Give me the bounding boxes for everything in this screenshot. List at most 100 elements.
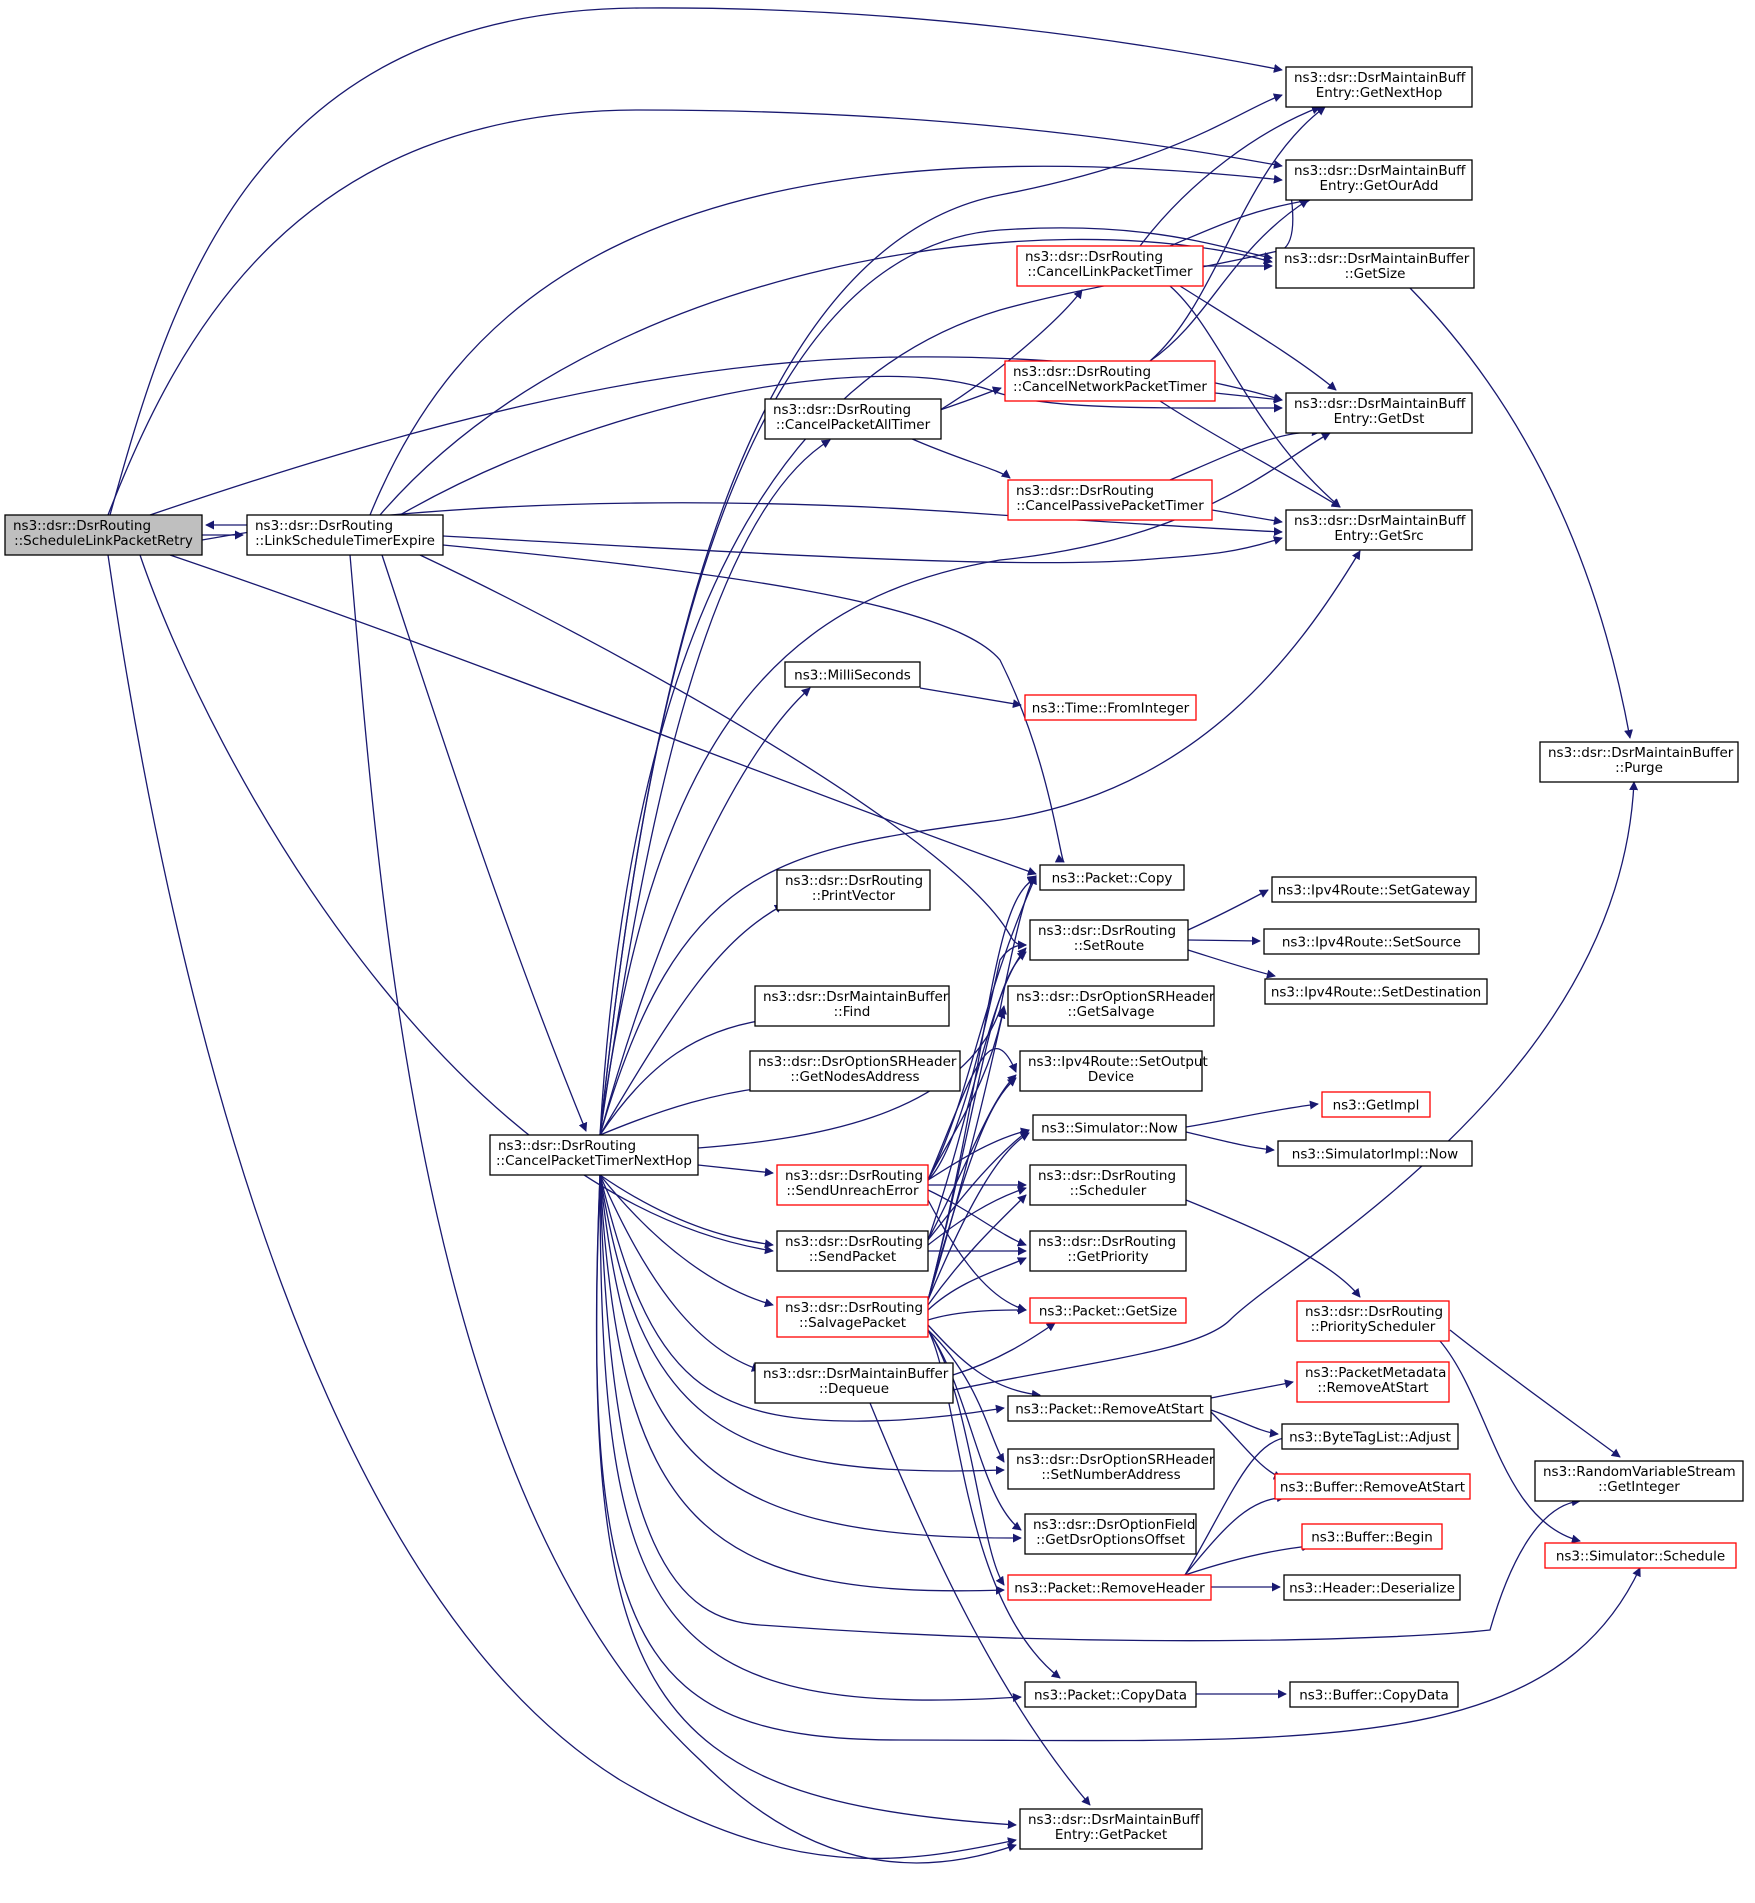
node-get-salvage[interactable]: ns3::dsr::DsrOptionSRHeader::GetSalvage [1007,985,1215,1027]
node-label: ns3::dsr::DsrOptionSRHeader [758,1054,957,1070]
node-label: ns3::dsr::DsrRouting [1038,1168,1176,1184]
edge-link-packet-copy [442,544,1065,863]
edge-link-get-our-add [369,165,1283,516]
node-box [1029,1164,1187,1206]
node-label: ::CancelPacketAllTimer [776,417,931,433]
edge-cancel-link-get-dst [1179,285,1337,391]
node-pkt-metadata-remove[interactable]: ns3::PacketMetadata::RemoveAtStart [1296,1361,1450,1403]
node-label: ns3::Ipv4Route::SetDestination [1271,985,1481,1001]
node-simimpl-now[interactable]: ns3::SimulatorImpl::Now [1277,1140,1473,1167]
node-buffer-remove-at-start[interactable]: ns3::Buffer::RemoveAtStart [1274,1473,1471,1500]
node-send-packet[interactable]: ns3::dsr::DsrRouting::SendPacket [776,1230,929,1272]
node-box [1029,1230,1187,1272]
node-scheduler[interactable]: ns3::dsr::DsrRouting::Scheduler [1029,1164,1187,1206]
node-label: ::PrintVector [812,888,896,904]
node-box [489,1134,699,1176]
node-purge[interactable]: ns3::dsr::DsrMaintainBuffer::Purge [1539,741,1739,783]
node-label: ns3::dsr::DsrRouting [1038,1234,1176,1250]
node-box [1534,1460,1744,1502]
node-packet-get-size[interactable]: ns3::Packet::GetSize [1029,1297,1187,1324]
node-bytetag-adjust[interactable]: ns3::ByteTagList::Adjust [1281,1423,1459,1450]
node-cancel-link[interactable]: ns3::dsr::DsrRouting::CancelLinkPacketTi… [1016,245,1204,287]
node-cancel-all[interactable]: ns3::dsr::DsrRouting::CancelPacketAllTim… [764,398,942,440]
node-label: ns3::Packet::GetSize [1039,1304,1177,1320]
node-get-packet[interactable]: ns3::dsr::DsrMaintainBuffEntry::GetPacke… [1019,1808,1203,1850]
node-priority-scheduler[interactable]: ns3::dsr::DsrRouting::PriorityScheduler [1296,1300,1450,1342]
node-set-route[interactable]: ns3::dsr::DsrRouting::SetRoute [1029,919,1189,961]
node-set-number-address[interactable]: ns3::dsr::DsrOptionSRHeader::SetNumberAd… [1007,1448,1215,1490]
node-get-impl[interactable]: ns3::GetImpl [1321,1091,1431,1118]
edge-nexthop-get-src [599,550,1361,1136]
node-label: ::GetSalvage [1068,1004,1155,1020]
node-packet-copy[interactable]: ns3::Packet::Copy [1039,864,1185,891]
node-set-source[interactable]: ns3::Ipv4Route::SetSource [1263,928,1480,955]
node-label: ::GetDsrOptionsOffset [1036,1532,1185,1548]
node-get-dsr-options-offset[interactable]: ns3::dsr::DsrOptionField::GetDsrOptionsO… [1024,1513,1197,1555]
node-remove-header[interactable]: ns3::Packet::RemoveHeader [1007,1574,1212,1601]
node-label: ns3::dsr::DsrRouting [785,873,923,889]
node-box [764,398,942,440]
node-set-gateway[interactable]: ns3::Ipv4Route::SetGateway [1271,876,1477,903]
node-get-size-buf[interactable]: ns3::dsr::DsrMaintainBuffer::GetSize [1275,247,1475,289]
node-send-unreach[interactable]: ns3::dsr::DsrRouting::SendUnreachError [776,1164,929,1206]
node-get-priority[interactable]: ns3::dsr::DsrRouting::GetPriority [1029,1230,1187,1272]
node-label: ns3::Packet::RemoveHeader [1014,1581,1205,1597]
node-simulator-schedule[interactable]: ns3::Simulator::Schedule [1544,1542,1737,1569]
edge-salvage-priority [927,1257,1027,1311]
node-buffer-copy-data[interactable]: ns3::Buffer::CopyData [1289,1681,1459,1708]
node-simulator-now[interactable]: ns3::Simulator::Now [1032,1114,1187,1141]
edge-set-route-destination [1187,949,1276,979]
node-box [1019,1808,1203,1850]
node-label: ns3::dsr::DsrMaintainBuffer [763,989,949,1005]
node-find[interactable]: ns3::dsr::DsrMaintainBuffer::Find [754,985,950,1027]
node-buffer-begin[interactable]: ns3::Buffer::Begin [1301,1523,1443,1550]
node-header-deserialize[interactable]: ns3::Header::Deserialize [1283,1574,1461,1601]
node-label: ns3::Time::FromInteger [1032,701,1190,717]
edge-unreach-packet-copy [927,875,1037,1181]
node-label: ::RemoveAtStart [1317,1380,1428,1396]
edge-salvage-pkt-get-size [927,1305,1027,1321]
node-label: Entry::GetOurAdd [1320,178,1439,194]
node-label: ::CancelLinkPacketTimer [1027,264,1193,280]
node-label: ns3::ByteTagList::Adjust [1289,1430,1451,1446]
node-get-nodes-address[interactable]: ns3::dsr::DsrOptionSRHeader::GetNodesAdd… [749,1050,961,1092]
node-from-integer[interactable]: ns3::Time::FromInteger [1024,694,1197,721]
node-random-get-integer[interactable]: ns3::RandomVariableStream::GetInteger [1534,1460,1744,1502]
node-box [1285,509,1473,551]
node-set-destination[interactable]: ns3::Ipv4Route::SetDestination [1264,978,1488,1005]
node-packet-remove-at-start[interactable]: ns3::Packet::RemoveAtStart [1007,1395,1212,1422]
edge-cancel-network-get-dst [1214,392,1283,404]
edge-nexthop-get-size [599,227,1273,1136]
node-salvage-packet[interactable]: ns3::dsr::DsrRouting::SalvagePacket [776,1296,929,1338]
edge-nexthop-salvage [599,1174,774,1308]
node-print-vector[interactable]: ns3::dsr::DsrRouting::PrintVector [776,869,931,911]
node-root[interactable]: ns3::dsr::DsrRouting::ScheduleLinkPacket… [4,514,203,556]
edge-link-get-dst [399,375,1283,516]
node-milliseconds[interactable]: ns3::MilliSeconds [784,661,921,688]
node-cancel-network[interactable]: ns3::dsr::DsrRouting::CancelNetworkPacke… [1004,360,1216,402]
node-label: ns3::Ipv4Route::SetGateway [1278,883,1471,899]
node-box [1321,1091,1431,1118]
edge-milliseconds-from-integer [919,687,1022,709]
edge-set-route-source [1187,936,1261,946]
edge-link-get-size [379,238,1273,516]
edge-cancel-all-cancel-passive [909,437,1011,479]
edge-cancel-passive-get-dst [1169,427,1321,481]
node-label: ns3::Packet::CopyData [1034,1688,1187,1704]
node-cancel-nexthop[interactable]: ns3::dsr::DsrRouting::CancelPacketTimerN… [489,1134,699,1176]
node-box [1019,1050,1203,1092]
node-cancel-passive[interactable]: ns3::dsr::DsrRouting::CancelPassivePacke… [1007,479,1213,521]
node-get-next-hop[interactable]: ns3::dsr::DsrMaintainBuffEntry::GetNextH… [1285,66,1473,108]
node-dequeue[interactable]: ns3::dsr::DsrMaintainBuffer::Dequeue [754,1362,954,1404]
node-get-our-add[interactable]: ns3::dsr::DsrMaintainBuffEntry::GetOurAd… [1285,159,1473,201]
node-packet-copy-data[interactable]: ns3::Packet::CopyData [1024,1681,1197,1708]
node-box [1029,1297,1187,1324]
edge-send-packet-scheduler [927,1186,1027,1246]
node-link-expire[interactable]: ns3::dsr::DsrRouting::LinkScheduleTimerE… [246,514,444,556]
node-label: ns3::GetImpl [1333,1098,1420,1114]
edge-dequeue-purge [952,781,1639,1391]
node-box [1004,360,1216,402]
